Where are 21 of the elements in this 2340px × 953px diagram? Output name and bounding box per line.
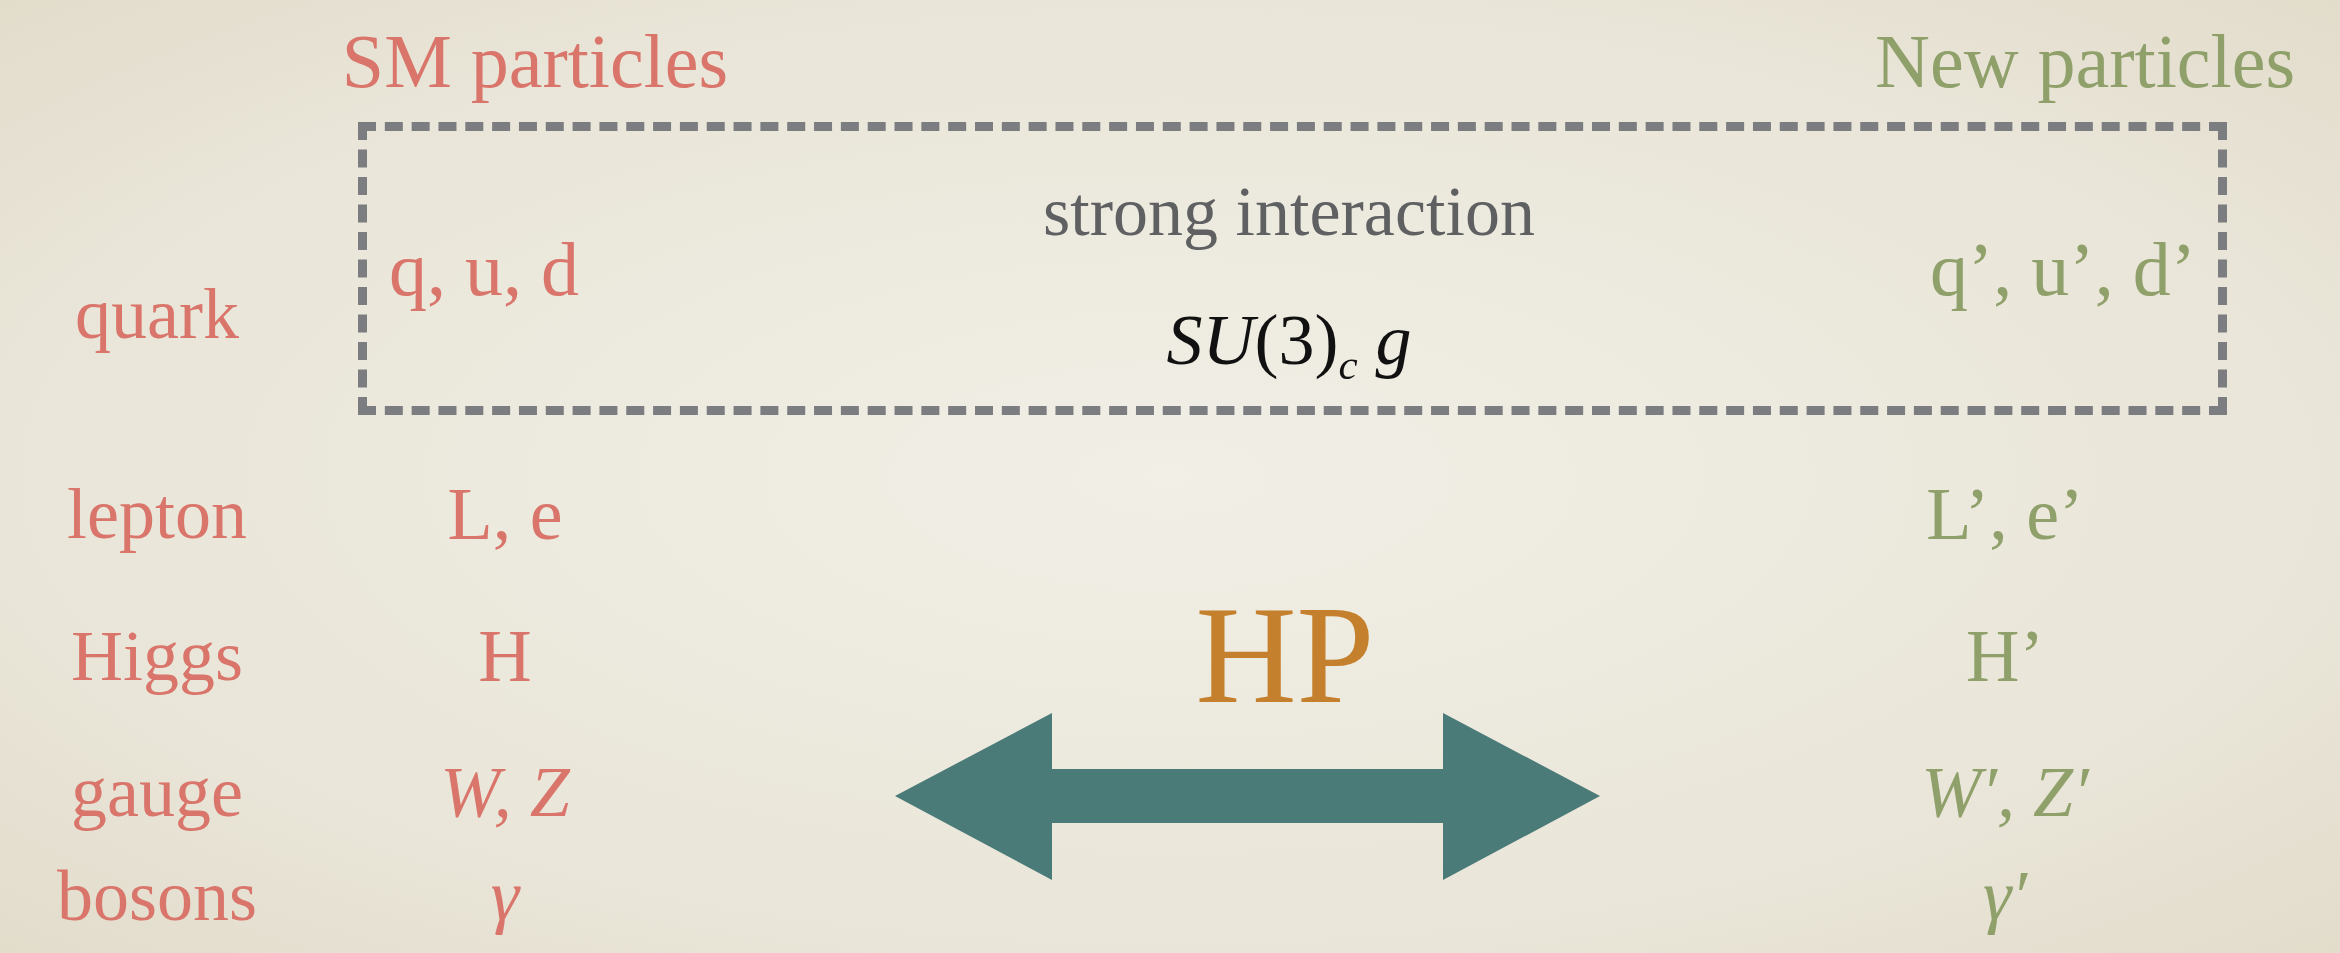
particle-symbol: q’, u’, d’ bbox=[1930, 228, 2196, 312]
particle-symbol: γ bbox=[490, 857, 520, 937]
particle-symbol: W′, Z′ bbox=[1921, 753, 2089, 833]
group-formula: SU(3)$_{c}$ g bbox=[1166, 301, 1412, 389]
row-label: lepton bbox=[67, 475, 247, 555]
particle-symbol: L, e bbox=[447, 474, 563, 556]
row-label: bosons bbox=[57, 857, 257, 937]
dashed-group-box bbox=[358, 122, 2227, 415]
particle-symbol: W, Z bbox=[440, 753, 570, 833]
particle-symbol: H bbox=[478, 616, 532, 698]
interaction-label: HP bbox=[1195, 578, 1375, 732]
particle-symbol: γ′ bbox=[1982, 857, 2028, 937]
row-label: gauge bbox=[71, 753, 243, 833]
heading: New particles bbox=[1875, 20, 2295, 104]
row-label: Higgs bbox=[71, 617, 243, 697]
particle-symbol: L’, e’ bbox=[1926, 474, 2084, 556]
row-label: quark bbox=[75, 275, 239, 355]
box-heading: strong interaction bbox=[1043, 172, 1535, 250]
heading: SM particles bbox=[341, 20, 729, 104]
particle-symbol: q, u, d bbox=[389, 228, 579, 312]
particle-symbol: H’ bbox=[1965, 616, 2045, 698]
